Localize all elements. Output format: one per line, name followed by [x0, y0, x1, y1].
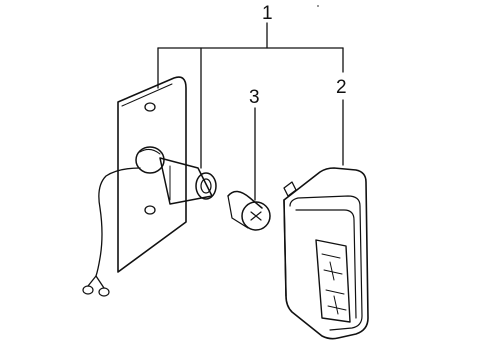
callout-1-leaders	[157, 22, 344, 169]
mounting-plate	[117, 76, 187, 273]
mounting-hole-top	[144, 102, 156, 112]
lens-window	[315, 239, 351, 323]
callout-1-label: 1	[262, 3, 273, 24]
terminal-right	[98, 287, 110, 297]
mounting-hole-bottom	[144, 205, 156, 215]
terminal-left	[82, 285, 94, 295]
speck	[317, 5, 319, 7]
bulb-socket	[159, 157, 217, 205]
callout-3-label: 3	[249, 87, 260, 108]
lens-housing	[283, 167, 369, 340]
callout-2-label: 2	[336, 77, 347, 98]
wire-harness	[82, 167, 141, 297]
bulb	[227, 190, 271, 231]
